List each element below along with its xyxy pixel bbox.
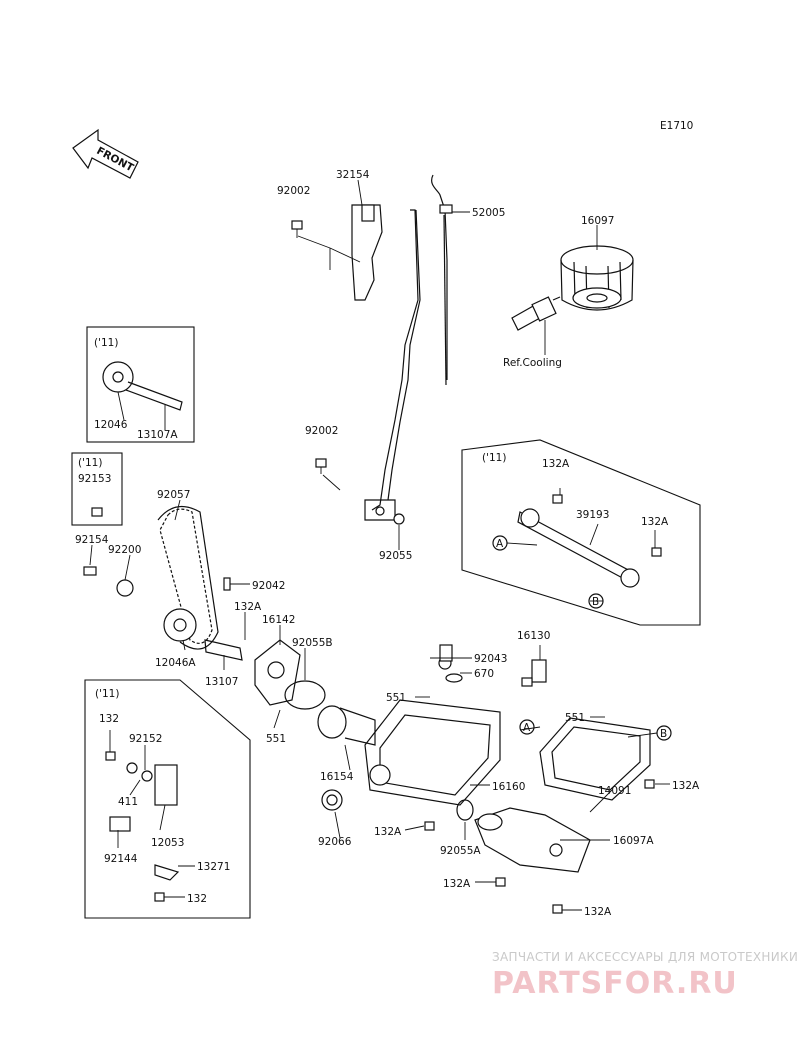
part-label: 92055A — [440, 845, 481, 857]
oil-filter — [560, 245, 634, 311]
part-label: 551 — [266, 733, 286, 745]
part-label: 132A — [374, 826, 402, 838]
pan-cover — [539, 717, 651, 801]
part-label: 92200 — [108, 544, 141, 556]
inset-tag: ('11) — [95, 688, 119, 700]
svg-text:B: B — [592, 596, 599, 608]
part-label: 13107 — [205, 676, 238, 688]
front-arrow-icon: FRONT — [72, 128, 139, 179]
part-label: 12046A — [155, 657, 196, 669]
part-label: 132 — [187, 893, 207, 905]
callout-a: A — [492, 535, 508, 551]
part-label: 16154 — [320, 771, 354, 783]
svg-text:A: A — [496, 538, 504, 550]
bolt-icon — [291, 220, 327, 474]
part-label: 16097 — [581, 215, 614, 227]
part-label: 16142 — [262, 614, 295, 626]
sprocket-icon — [102, 361, 183, 411]
part-label: 13107A — [137, 429, 178, 441]
inset-tag: ('11) — [78, 457, 102, 469]
part-label: 92154 — [75, 534, 109, 546]
svg-text:A: A — [523, 722, 531, 734]
inset-box — [84, 679, 251, 919]
bolt-icon — [83, 566, 97, 576]
part-label: 12046 — [94, 419, 128, 431]
inset-tag: ('11) — [482, 452, 506, 464]
part-label: 52005 — [472, 207, 505, 219]
part-label: 16130 — [517, 630, 550, 642]
tensioner — [105, 751, 180, 902]
part-label: 92002 — [305, 425, 338, 437]
part-label: 32154 — [336, 169, 370, 181]
part-label: 92152 — [129, 733, 162, 745]
part-label: 92144 — [104, 853, 138, 865]
part-label: 132A — [672, 780, 700, 792]
part-label: 132A — [641, 516, 669, 528]
o-ring — [456, 799, 474, 821]
inset-tag: ('11) — [94, 337, 118, 349]
part-label: 16160 — [492, 781, 525, 793]
part-label: 92153 — [78, 473, 111, 485]
callout-a: A — [519, 719, 535, 735]
part-label: 551 — [386, 692, 406, 704]
part-label: 132A — [584, 906, 612, 918]
part-label: 13271 — [197, 861, 230, 873]
oil-pan — [364, 644, 501, 806]
part-label: 411 — [118, 796, 138, 808]
part-label: 92042 — [252, 580, 285, 592]
part-label: 92066 — [318, 836, 352, 848]
plug-icon — [321, 789, 343, 811]
dipstick-guide — [351, 204, 421, 525]
part-label: 14091 — [598, 785, 631, 797]
oil-pipe — [517, 494, 662, 588]
part-label: 551 — [565, 712, 585, 724]
leader-lines — [89, 179, 670, 911]
part-label: 670 — [474, 668, 494, 680]
part-label: 92055 — [379, 550, 412, 562]
callout-b: B — [656, 725, 672, 741]
reference-label: Ref.Cooling — [503, 357, 562, 369]
part-label: 92043 — [474, 653, 507, 665]
part-label: 39193 — [576, 509, 609, 521]
water-elbow — [474, 807, 591, 873]
part-label: 16097A — [613, 835, 654, 847]
oil-pressure-switch — [521, 659, 547, 687]
washer-icon — [116, 579, 134, 597]
dipstick — [431, 174, 453, 386]
part-label: 132 — [99, 713, 119, 725]
part-label: 12053 — [151, 837, 184, 849]
fitting — [511, 296, 561, 331]
part-label: 92055B — [292, 637, 333, 649]
svg-text:B: B — [660, 728, 667, 740]
inset-box — [71, 452, 123, 526]
watermark-logo: PARTSFOR.RU — [492, 966, 738, 1001]
part-label: 132A — [234, 601, 262, 613]
part-label: 92057 — [157, 489, 190, 501]
part-label: 92002 — [277, 185, 310, 197]
drive-chain — [157, 505, 219, 650]
o-ring — [445, 673, 463, 683]
oil-strainer — [317, 705, 376, 746]
bolt-icon — [424, 779, 655, 914]
watermark-tagline: ЗАПЧАСТИ И АКСЕССУАРЫ ДЛЯ МОТОТЕХНИКИ — [492, 950, 799, 964]
inset-box — [461, 439, 701, 626]
part-label: 132A — [443, 878, 471, 890]
o-ring — [284, 680, 326, 710]
diagram-code: E1710 — [660, 120, 693, 132]
inset-box — [86, 326, 195, 443]
bolt-icon — [91, 507, 103, 517]
part-label: 132A — [542, 458, 570, 470]
